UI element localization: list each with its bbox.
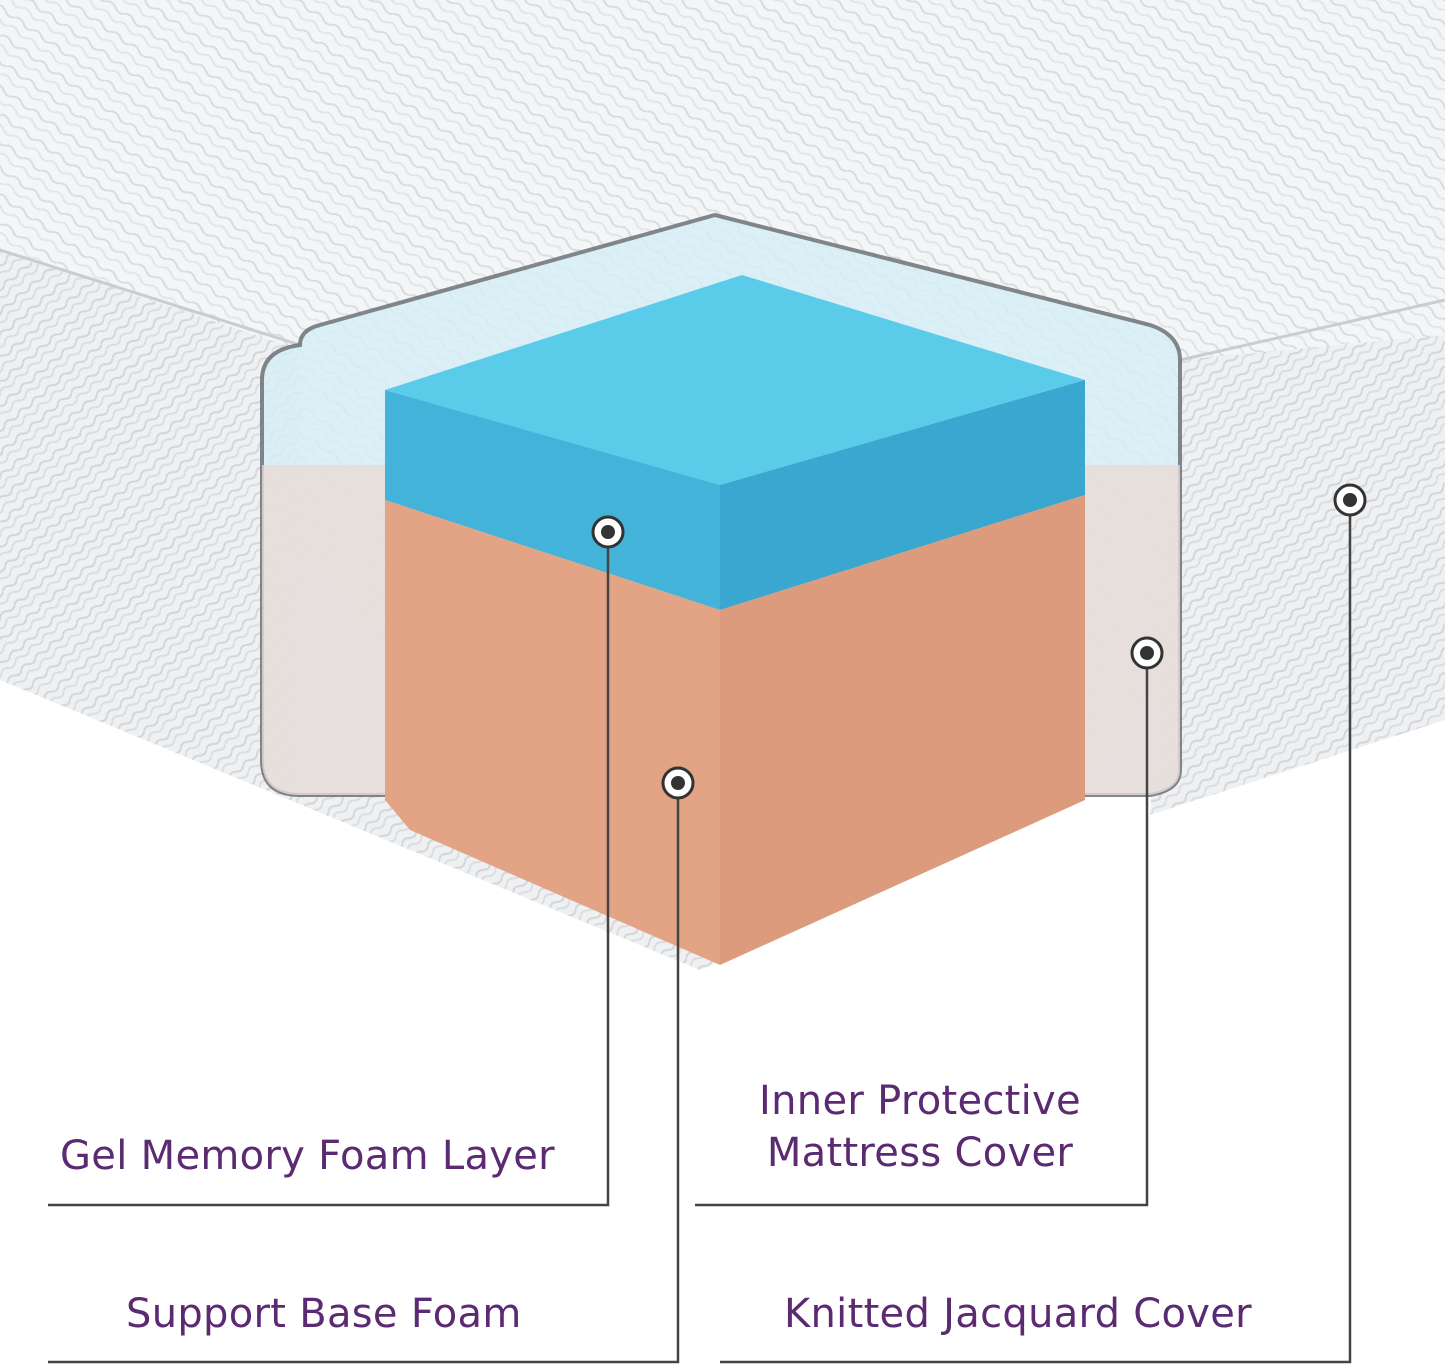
marker-inner-cover [1130, 636, 1164, 670]
gel-memory-foam-block [385, 275, 1085, 610]
marker-gel [591, 515, 625, 549]
marker-knit-cover [1333, 483, 1367, 517]
label-inner-cover-line2: Mattress Cover [766, 1130, 1074, 1176]
label-inner-cover-line1: Inner Protective [759, 1078, 1081, 1124]
label-knitted-jacquard-cover: Knitted Jacquard Cover [784, 1291, 1252, 1337]
label-support-base-foam: Support Base Foam [126, 1291, 522, 1337]
leader-lines [48, 500, 1352, 1364]
label-gel-memory-foam: Gel Memory Foam Layer [60, 1133, 555, 1179]
marker-base [661, 766, 695, 800]
mattress-right-side [1150, 335, 1445, 815]
label-inner-protective-cover: Inner Protective Mattress Cover [740, 1075, 1100, 1179]
support-base-foam-block [385, 495, 1085, 965]
